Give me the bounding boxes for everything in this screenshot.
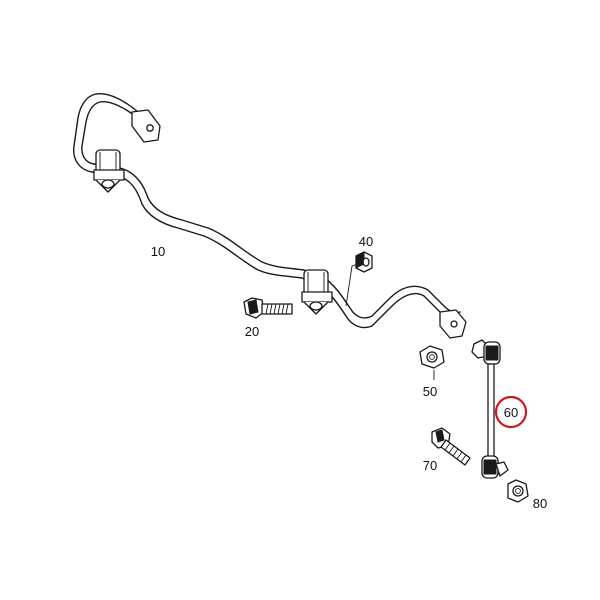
nut-80: [507, 479, 529, 503]
label-10: 10: [151, 244, 165, 259]
right-bushing-clamp: [301, 269, 333, 315]
highlight-circle-60: [494, 395, 528, 429]
label-60: 60: [504, 405, 518, 420]
stabilizer-link-60: [471, 339, 509, 479]
label-70: 70: [423, 458, 437, 473]
bolt-70: [431, 427, 471, 466]
label-20: 20: [245, 324, 259, 339]
stabilizer-bar: [73, 93, 467, 339]
label-40: 40: [359, 234, 373, 249]
leader-lines: [345, 261, 435, 380]
leader-40: [345, 261, 365, 307]
left-bushing-clamp: [93, 149, 125, 193]
bolt-20: [243, 297, 293, 319]
nut-50: [419, 345, 445, 369]
label-50: 50: [423, 384, 437, 399]
label-80: 80: [533, 496, 547, 511]
